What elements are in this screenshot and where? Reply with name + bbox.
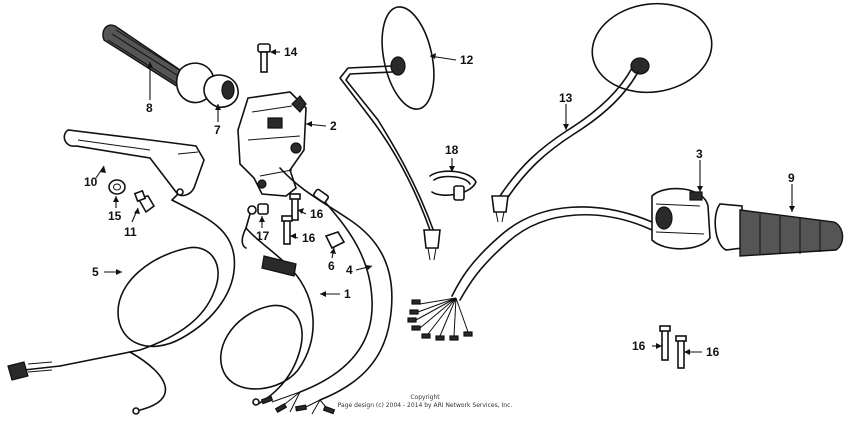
callout-5: 5	[92, 265, 99, 279]
callout-13: 13	[559, 91, 573, 105]
part-13-right-mirror[interactable]	[491, 0, 718, 223]
callout-10: 10	[84, 175, 98, 189]
leader-arrowheads	[100, 49, 795, 355]
callout-1: 1	[344, 287, 351, 301]
part-7-throttle-collar[interactable]	[203, 74, 239, 108]
callout-17: 17	[256, 229, 270, 243]
callout-3: 3	[696, 147, 703, 161]
part-6-cable-clamp[interactable]	[324, 231, 346, 250]
part-18-clamp-ring[interactable]	[429, 170, 477, 201]
part-1-throttle-cable[interactable]	[220, 205, 314, 406]
callout-16-c: 16	[632, 339, 646, 353]
callout-16-d: 16	[706, 345, 720, 359]
callout-11: 11	[124, 225, 137, 239]
callout-16-a: 16	[310, 207, 324, 221]
part-4-wire-harness[interactable]	[260, 167, 393, 415]
callout-15: 15	[108, 209, 122, 223]
callout-18: 18	[445, 143, 459, 157]
callout-2: 2	[330, 119, 337, 133]
callout-6: 6	[328, 259, 335, 273]
part-11-bolt[interactable]	[133, 189, 156, 214]
part-16-screw-upper-b[interactable]	[281, 215, 293, 245]
part-15-nut[interactable]	[108, 179, 126, 195]
part-3-right-switch[interactable]	[651, 187, 711, 250]
callout-7: 7	[214, 123, 221, 137]
copyright-line-2: Page design (c) 2004 - 2014 by ARI Netwo…	[338, 402, 513, 409]
part-14-screw[interactable]	[257, 43, 271, 73]
callout-labels: 14 12 8 2 13 7 18 3 9 10 15 11 16 17 16 …	[84, 45, 795, 359]
part-8-throttle-grip[interactable]	[102, 24, 215, 104]
part-16-screw-lower-a[interactable]	[659, 325, 671, 361]
callout-9: 9	[788, 171, 795, 185]
callout-12: 12	[460, 53, 474, 67]
copyright-notice: Copyright Page design (c) 2004 - 2014 by…	[338, 394, 513, 409]
callout-4: 4	[346, 263, 353, 277]
right-switch-harness[interactable]	[407, 206, 653, 341]
part-5-clutch-cable[interactable]	[7, 188, 236, 415]
callout-14: 14	[284, 45, 298, 59]
part-12-left-mirror[interactable]	[339, 2, 442, 261]
part-2-switch-housing[interactable]	[237, 91, 307, 197]
part-9-right-grip[interactable]	[714, 203, 844, 257]
callout-8: 8	[146, 101, 153, 115]
callout-16-b: 16	[302, 231, 316, 245]
part-16-screw-lower-b[interactable]	[675, 335, 687, 369]
part-17-grommet[interactable]	[257, 203, 269, 215]
copyright-line-1: Copyright	[410, 394, 440, 401]
part-16-screw-upper-a[interactable]	[289, 193, 301, 221]
part-10-clutch-lever[interactable]	[63, 129, 205, 197]
